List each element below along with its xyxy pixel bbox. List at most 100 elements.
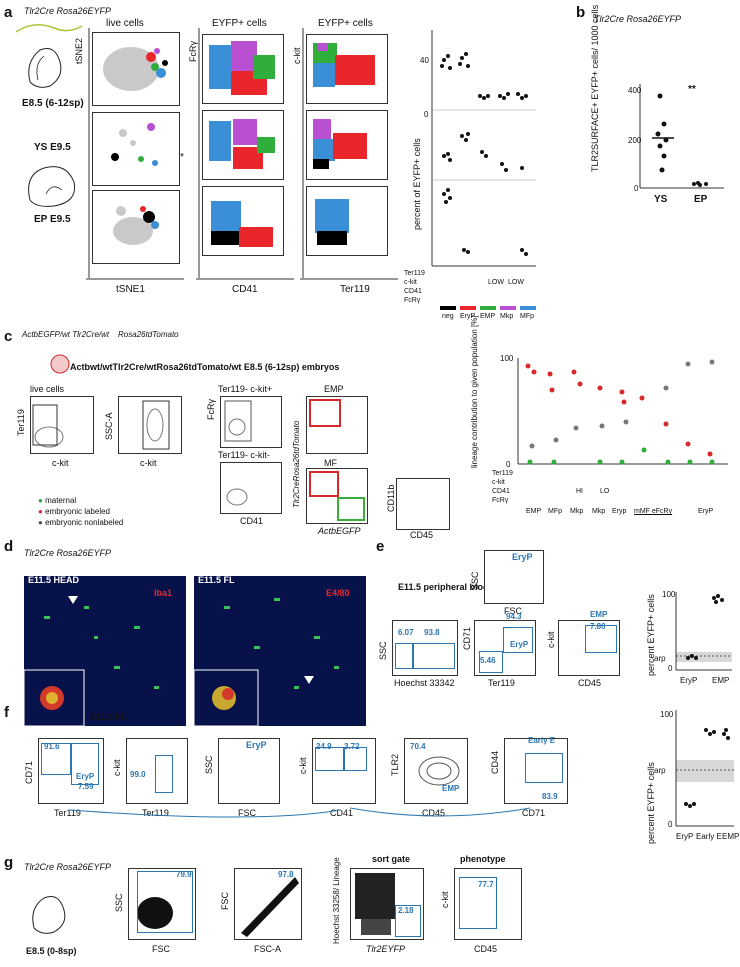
c-group-eryp2: EryP [698, 508, 714, 515]
embryo-cluster-icon [50, 354, 70, 374]
micrograph-fl: E11.5 FL E4/80 [194, 576, 366, 726]
c-legend-maternal: ● maternal [38, 496, 77, 505]
stage-ys: YS E9.5 [34, 142, 71, 153]
c-group-mmf: mMF eFcRγ [634, 508, 673, 515]
e-ssc-hoechst-plot [392, 620, 458, 676]
tsne-plot-ys [92, 112, 180, 186]
panel-a-mouse-label: Tlr2Cre Rosa26EYFP [24, 6, 112, 16]
marker-low-2: LOW [508, 279, 524, 286]
f-ckit-axis-2: c-kit [298, 757, 308, 775]
tsne-plot-ep [92, 190, 180, 264]
g-ckit-cd45-plot [454, 868, 522, 940]
b-cat-ys: YS [654, 194, 668, 205]
f-gate-eryp: EryP [76, 772, 95, 781]
e-ckit-axis: c-kit [546, 631, 556, 649]
ytick-0: 0 [424, 110, 429, 119]
f-tlr2-cd45-plot [404, 738, 468, 804]
e-ssc-fsc-plot [484, 550, 544, 604]
c-lineage-chart [517, 358, 728, 465]
c-fcry-axis: FcRγ [206, 399, 216, 420]
panel-d-mouse-label: Tlr2Cre Rosa26EYFP [24, 548, 112, 558]
f-ssc-axis: SSC [204, 755, 214, 774]
c-group-emp: EMP [526, 508, 542, 515]
ckit-ter119-ep [306, 186, 388, 256]
e-gate-g5: 7.80 [590, 622, 606, 631]
eyfp-col-title-1: EYFP+ cells [212, 18, 267, 29]
f-ckit-axis: c-kit [112, 759, 122, 777]
group-mkp: Mkp [500, 313, 514, 320]
f-stage: E11.5 FL [90, 712, 127, 722]
panel-a-label: a [4, 4, 13, 21]
f-gate-early: Early E [528, 736, 556, 745]
group-mfp: MFp [520, 313, 534, 320]
c-cd11b-plot [396, 478, 450, 530]
panel-a-ylabel: percent of EYFP+ cells [412, 138, 422, 230]
g-gate-g4: 77.7 [478, 880, 494, 889]
c-cd45-axis: CD45 [410, 530, 434, 540]
c-legend-embryonic-labeled: ● embryonic labeled [38, 507, 111, 516]
e-gate-eryp: EryP [510, 640, 529, 649]
d-stain-iba1: Iba1 [154, 588, 173, 598]
panel-d-label: d [4, 538, 14, 555]
e-ter119-axis: Ter119 [488, 678, 515, 688]
e-cd45-axis: CD45 [578, 678, 602, 688]
significance-star: * [180, 152, 184, 163]
c-group-mkp1: Mkp [570, 508, 584, 515]
c-mf-plot [306, 468, 368, 524]
panel-f-label: f [4, 704, 9, 721]
c-marker-ter119: Ter119 [492, 470, 513, 477]
c-marker-lo: LO [600, 488, 610, 495]
stage-e85: E8.5 (6-12sp) [22, 98, 84, 109]
f-cat-emp: EMP [722, 832, 740, 841]
g-gate-g3: 2.18 [398, 906, 414, 915]
c-fcry-plot-2 [220, 462, 282, 514]
f-ckit-ter119-plot [126, 738, 188, 804]
e-ylabel: percent EYFP+ cells [646, 594, 656, 676]
e-stage: E11.5 peripheral blood [398, 582, 495, 592]
f-ckit-cd41-plot [312, 738, 376, 804]
ter119-axis-label: Ter119 [340, 284, 370, 295]
c-cd11b-axis: CD11b [386, 484, 396, 512]
e-percent-chart [675, 592, 732, 671]
e-gate-eryp-top: EryP [512, 552, 533, 562]
micrograph-head: E11.5 HEAD Iba1 [24, 576, 186, 726]
e-arp: arp [654, 654, 666, 663]
group-neg: neg [442, 313, 454, 320]
ckit-ter119-e85 [306, 34, 388, 104]
e-gate-g1: 6.07 [398, 628, 414, 637]
e-cat-eryp: EryP [680, 676, 698, 685]
e-gate-g4: 5.46 [480, 656, 496, 665]
c-ylabel: lineage contribution to given population… [470, 315, 479, 468]
tsne2-axis-label: tSNE2 [74, 37, 84, 64]
c-emp-plot [306, 396, 368, 454]
tsne-plot-e85 [92, 32, 180, 106]
c-legend-embryonic-nonlabeled: ● embryonic nonlabeled [38, 518, 124, 527]
tsne-col-title: live cells [106, 18, 144, 29]
e-gate-g2: 93.8 [424, 628, 440, 637]
marker-cd41: CD41 [404, 288, 422, 295]
f-cd44-cd71-plot [504, 738, 568, 804]
fcry-cd41-e85 [202, 34, 284, 104]
e-gate-g3: 94.3 [506, 612, 522, 621]
e-ytick-100: 100 [662, 590, 676, 599]
e-ssc-axis: SSC [378, 641, 388, 660]
e-cd71-axis: CD71 [462, 626, 472, 650]
g-ssc-fsc-plot [128, 868, 196, 940]
g-ssc-axis: SSC [114, 893, 124, 912]
ckit-ter119-ys [306, 110, 388, 180]
c-marker-ckit: c-kit [492, 479, 505, 486]
c-live-cells-plot [30, 396, 94, 454]
f-fsc-axis: FSC [238, 808, 256, 818]
c-marker-hi: HI [576, 488, 583, 495]
g-fsc-axis: FSC [152, 944, 170, 954]
f-ter119-axis: Ter119 [54, 808, 81, 818]
group-color-bars [440, 306, 536, 310]
g-tlr2-axis: Tlr2EYFP [366, 944, 406, 954]
panel-c-actb-label: ActbEGFP/wt Tlr2Cre/wt [22, 330, 110, 339]
f-ytick-100: 100 [660, 710, 674, 719]
f-gating-arrows [69, 807, 531, 818]
g-hoechst-tlr2-plot [350, 868, 424, 940]
f-cd44-axis: CD44 [490, 750, 500, 774]
stage-ep: EP E9.5 [34, 214, 71, 225]
c-ssca-axis: SSC-A [104, 412, 114, 440]
